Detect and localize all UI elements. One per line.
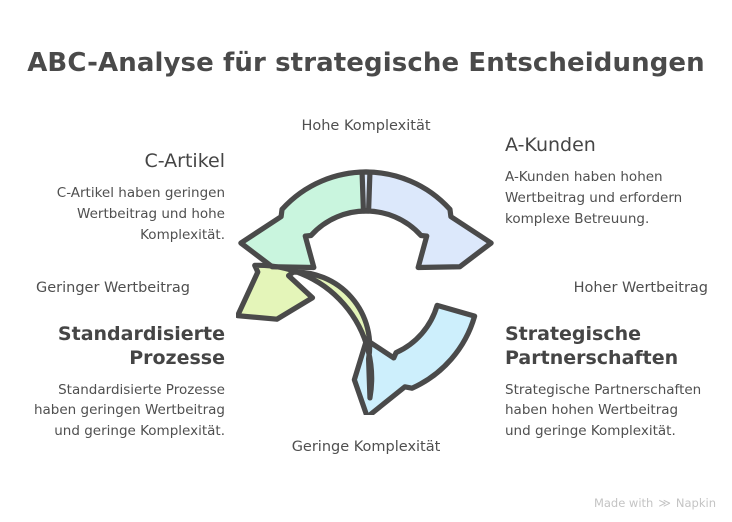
quadrant-top-left-body: C-Artikel haben geringen Wertbeitrag und… — [56, 184, 225, 243]
axis-label-right: Hoher Wertbeitrag — [573, 280, 708, 296]
watermark-text: Made with — [593, 496, 654, 510]
quadrant-bottom-left-body: Standardisierte Prozesse haben geringen … — [33, 381, 225, 440]
axis-label-top: Hohe Komplexität — [301, 118, 431, 134]
cycle-fills — [236, 172, 492, 415]
quadrant-top-left-heading: C-Artikel — [144, 150, 225, 172]
axis-label-left: Geringer Wertbeitrag — [36, 280, 190, 296]
quadrant-bottom-right-body: Strategische Partnerschaften haben hohen… — [505, 381, 702, 440]
napkin-logo-icon: ≫ — [658, 496, 671, 510]
cycle-strokes — [236, 169, 494, 415]
top-left-arrow-core — [240, 172, 370, 268]
watermark-brand: Napkin — [675, 496, 716, 510]
bottom-left-arrow — [236, 262, 375, 401]
quadrant-bottom-left: Standardisierte Prozesse Standardisierte… — [25, 323, 225, 442]
bottom-right-arrow — [351, 302, 478, 415]
bottom-left-arrow-core — [237, 265, 372, 398]
bottom-right-arrow-core — [354, 305, 475, 415]
quadrant-bottom-right-heading: Strategische Partnerschaften — [505, 323, 679, 369]
quadrant-top-right-body: A-Kunden haben hohen Wertbeitrag und erf… — [505, 168, 683, 227]
cycle-diagram — [236, 169, 494, 415]
quadrant-top-right: A-Kunden A-Kunden haben hohen Wertbeitra… — [505, 134, 705, 230]
quadrant-top-left: C-Artikel C-Artikel haben geringen Wertb… — [25, 150, 225, 246]
quadrant-top-right-heading: A-Kunden — [505, 134, 596, 156]
page-title: ABC-Analyse für strategische Entscheidun… — [27, 48, 705, 78]
napkin-watermark: Made with ≫ Napkin — [594, 496, 716, 510]
quadrant-bottom-left-heading: Standardisierte Prozesse — [57, 323, 225, 369]
axis-label-bottom: Geringe Komplexität — [291, 439, 441, 455]
top-right-arrow — [359, 169, 494, 271]
quadrant-bottom-right: Strategische Partnerschaften Strategisch… — [505, 323, 705, 442]
top-left-arrow — [238, 169, 373, 271]
top-right-arrow-core — [362, 172, 492, 268]
